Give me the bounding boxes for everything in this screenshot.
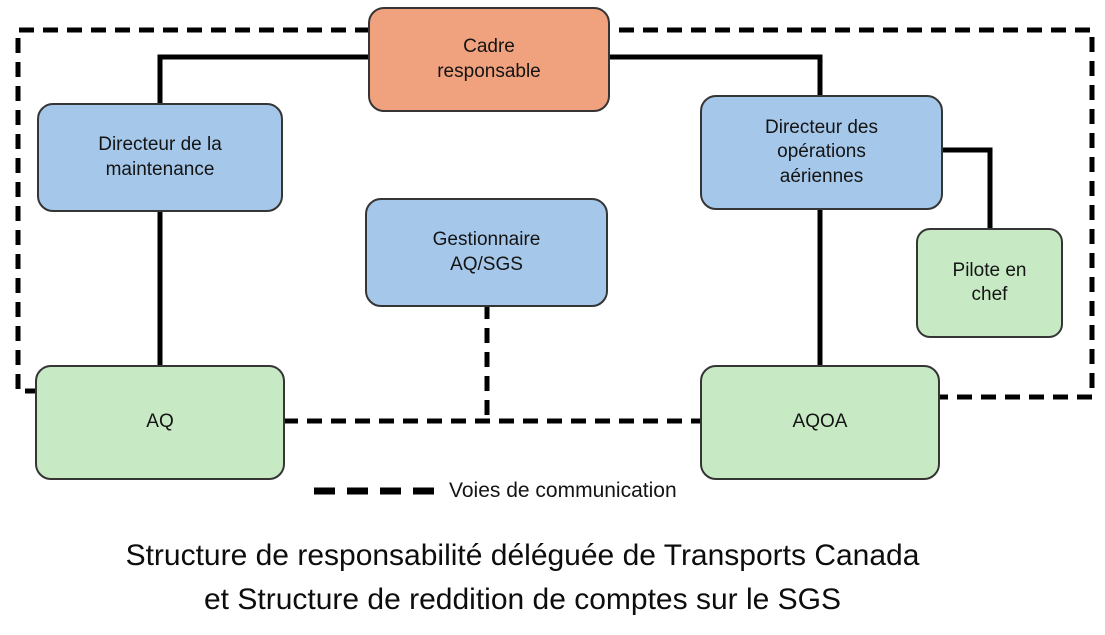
connector-dir-operations-to-pilote: [938, 147, 993, 232]
connector-cadre-to-dir-operations: [606, 54, 823, 102]
box-pilote-en-chef-label: Pilote en chef: [952, 259, 1027, 305]
box-gestionnaire-aq-sgs-label: Gestionnaire AQ/SGS: [432, 229, 541, 275]
caption-line-1: Structure de responsabilité déléguée de …: [125, 539, 920, 572]
box-aqoa-label: AQOA: [792, 411, 848, 433]
box-directeur-maintenance-label: Directeur de la maintenance: [98, 134, 222, 180]
box-aq: AQ: [35, 365, 285, 480]
box-pilote-en-chef: Pilote en chef: [916, 228, 1063, 338]
box-cadre-label: Cadre responsable: [437, 36, 541, 82]
box-directeur-operations-label: Directeur des opérations aériennes: [765, 117, 878, 187]
caption-line-2: et Structure de reddition de comptes sur…: [204, 583, 841, 616]
box-aq-label: AQ: [146, 411, 174, 433]
box-directeur-maintenance: Directeur de la maintenance: [37, 103, 283, 212]
legend-label: Voies de communication: [449, 479, 677, 502]
box-gestionnaire-aq-sgs: Gestionnaire AQ/SGS: [365, 198, 608, 307]
connector-cadre-to-dir-maintenance: [157, 54, 372, 115]
box-directeur-operations: Directeur des opérations aériennes: [700, 95, 943, 210]
box-aqoa: AQOA: [700, 365, 940, 480]
box-cadre-responsable: Cadre responsable: [368, 7, 610, 112]
diagram-caption: Structure de responsabilité déléguée de …: [0, 534, 1045, 622]
